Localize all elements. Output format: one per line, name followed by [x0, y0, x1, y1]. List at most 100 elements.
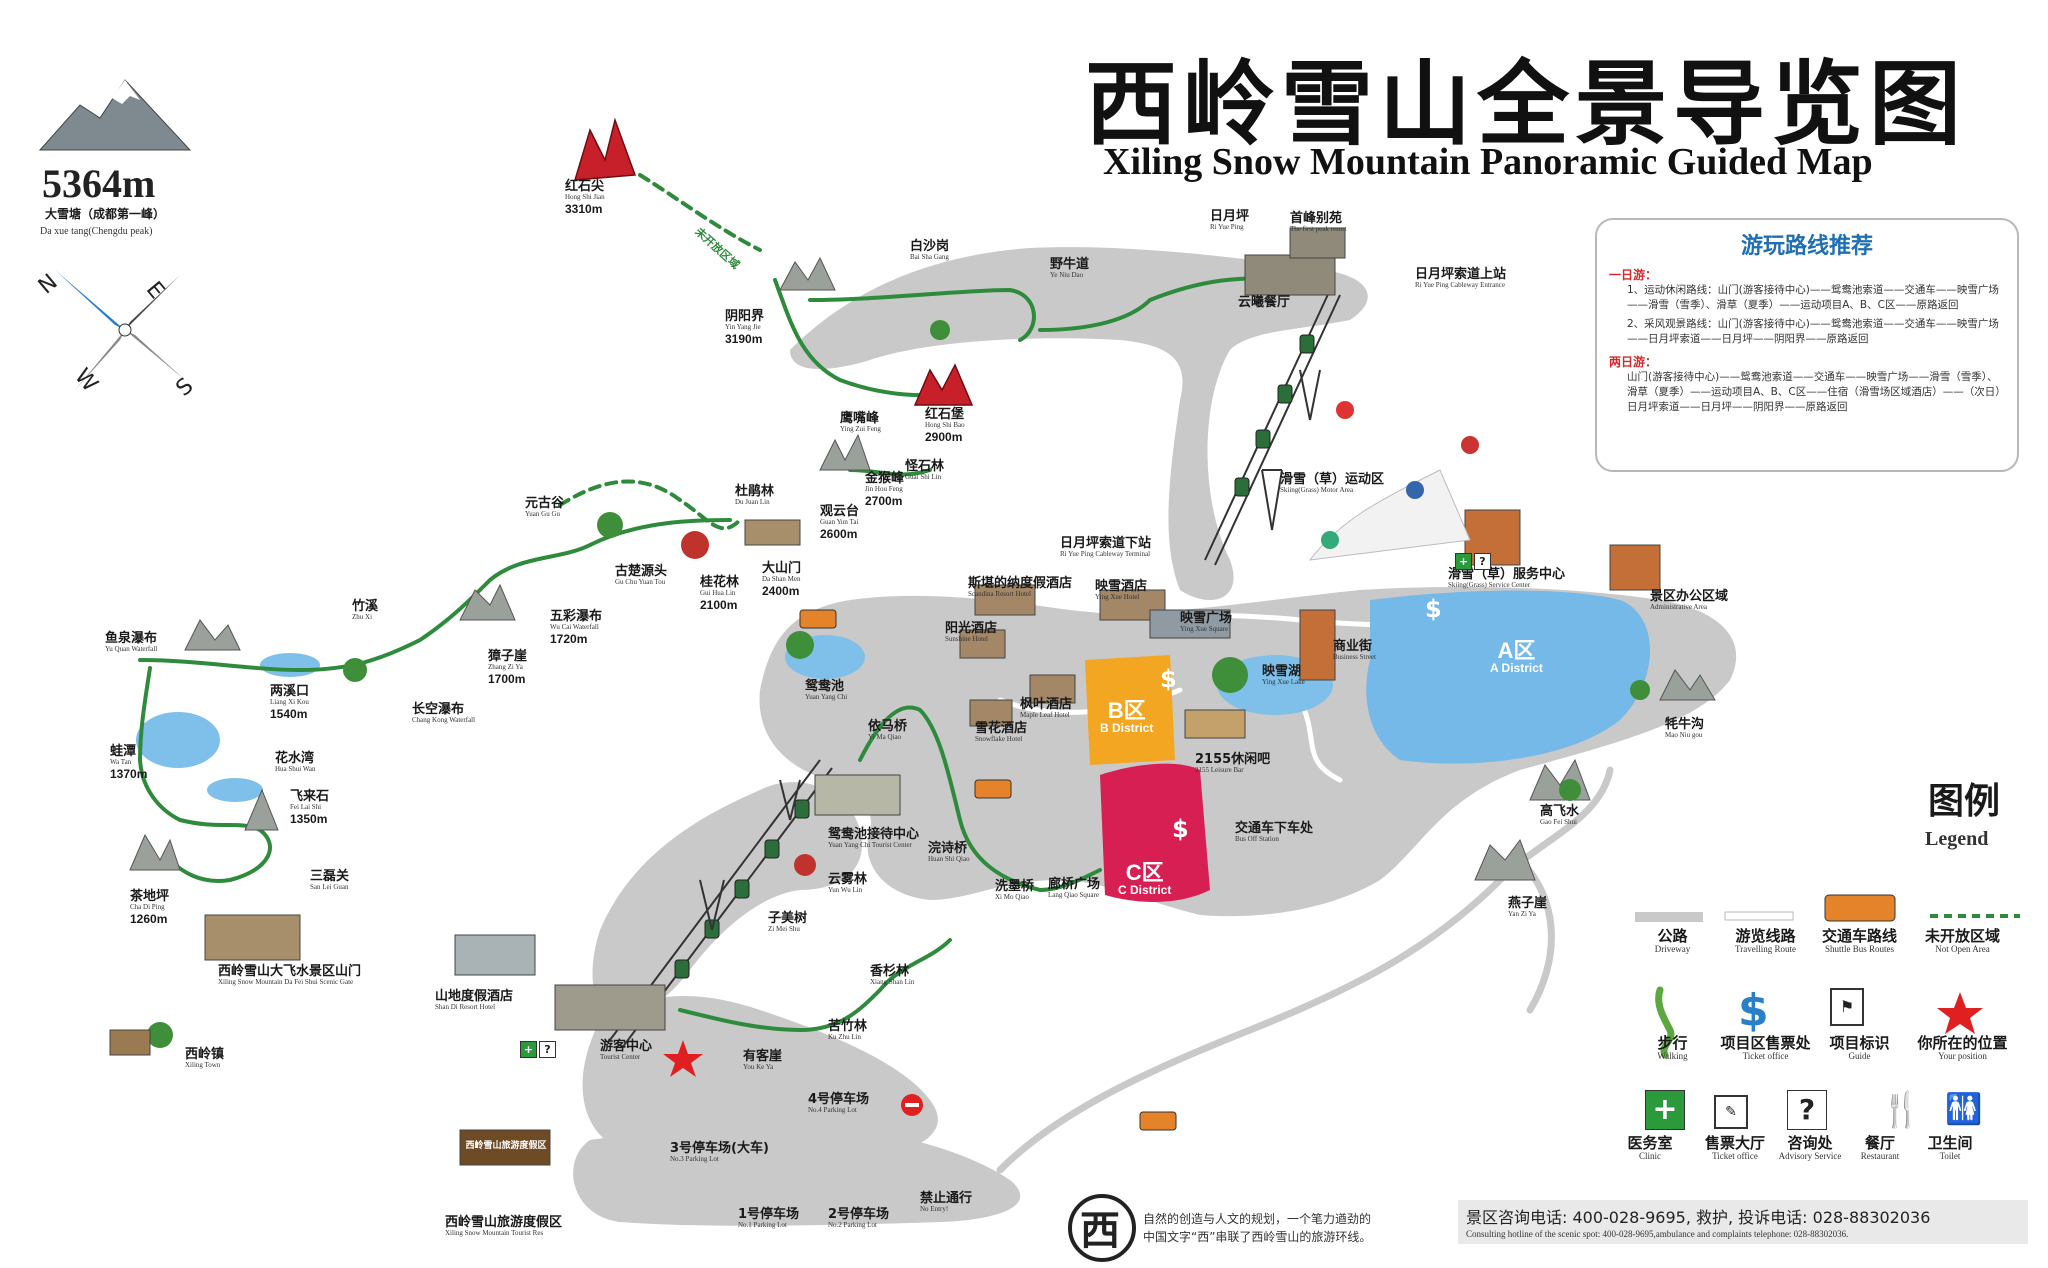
place-name-en: Ri Yue Ping Cableway Entrance: [1415, 281, 1505, 290]
place-name-en: Zi Mei Shu: [768, 925, 800, 934]
skier: [1321, 531, 1339, 549]
place-name-en: Ye Niu Dao: [1050, 271, 1084, 280]
district-a-label[interactable]: A区 A District: [1490, 638, 1543, 675]
route-up-3: [1038, 298, 1152, 332]
legend-title-en: Legend: [1925, 828, 1989, 850]
place-name-cn: 2号停车场: [828, 1207, 890, 1222]
legend-item-en: Restaurant: [1860, 1150, 1900, 1161]
place-name-en: Jin Hou Feng: [865, 485, 903, 494]
shuttle-bus: [799, 609, 837, 629]
district-b-label[interactable]: B区 B District: [1100, 700, 1153, 735]
place-name-cn: 枫叶酒店: [1020, 697, 1073, 712]
place-name-en: Yuan Yang Chi: [805, 693, 848, 702]
place-name-cn: 斯堪的纳度假酒店: [968, 576, 1073, 591]
clinic-icon: +: [520, 1041, 537, 1058]
place-name-en: Wu Cai Waterfall: [550, 623, 599, 632]
legend-item-en: Toilet: [1939, 1150, 1961, 1161]
place-name-cn: 景区办公区域: [1650, 589, 1729, 604]
place-name-en: Yuan Yang Chi Tourist Center: [828, 841, 912, 850]
legend-title-cn: 图例: [1928, 781, 2001, 822]
place-name-en: Fei Lai Shi: [290, 803, 322, 812]
legend-position-star: [1937, 992, 1983, 1034]
place-name-cn: 西岭雪山旅游度假区: [445, 1215, 563, 1230]
maple-building: [1029, 674, 1076, 704]
place-label-p3[interactable]: 3号停车场(大车)No.3 Parking Lot: [670, 1141, 769, 1164]
place-label-yunxiao[interactable]: 云曦餐厅: [1238, 295, 1290, 310]
feilaishi-rock: [244, 788, 279, 831]
slogan-line-2: 中国文字“西”串联了西岭雪山的旅游环线。: [1143, 1230, 1372, 1244]
place-name-cn: 洗墨桥: [995, 879, 1035, 894]
legend-item-cn: 餐厅: [1864, 1134, 1895, 1152]
place-name-en: No.4 Parking Lot: [808, 1106, 857, 1115]
place-name-en: No.1 Parking Lot: [738, 1221, 787, 1230]
district-c-label[interactable]: C区 C District: [1118, 862, 1171, 897]
district-a-cn: A区: [1497, 638, 1536, 663]
